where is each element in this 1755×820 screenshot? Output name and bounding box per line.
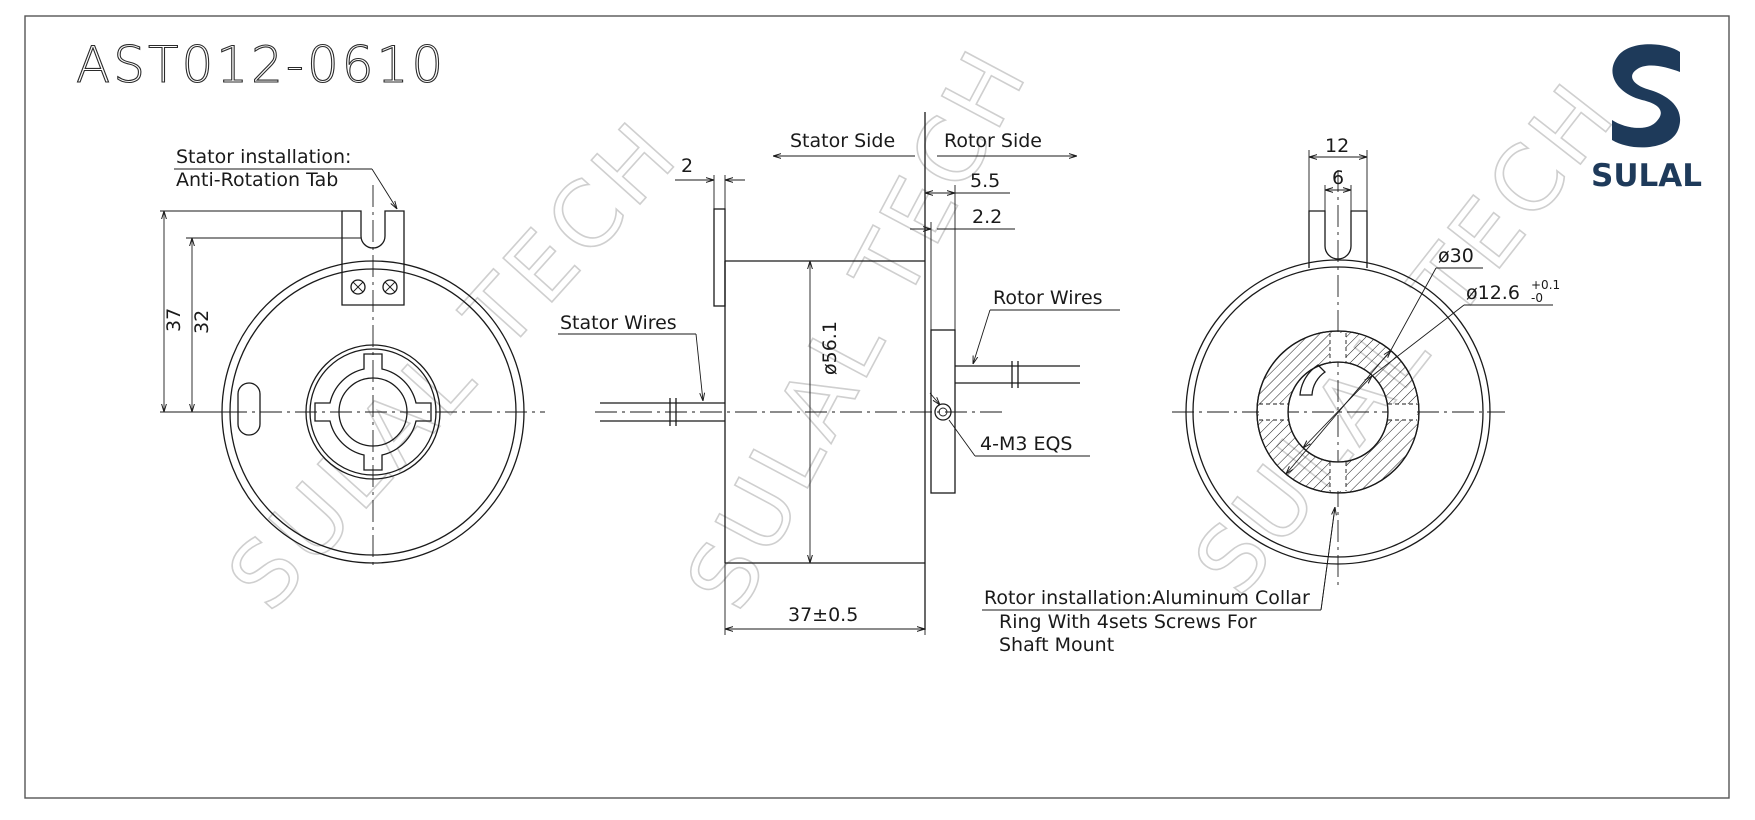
brand-s-mark: [1612, 44, 1681, 148]
dim-6-label: 6: [1332, 167, 1344, 189]
left-view: 37 32 Stator installation: Anti-Rotation…: [160, 146, 545, 570]
watermark-middle: SULAL TECH: [667, 30, 1050, 625]
rotor-install-note-1: Rotor installation:Aluminum Collar: [984, 587, 1310, 609]
stator-install-note-2: Anti-Rotation Tab: [176, 169, 338, 191]
dim-d30-label: ø30: [1438, 245, 1474, 267]
screw-note-label: 4-M3 EQS: [980, 433, 1073, 455]
dim-32-label: 32: [191, 310, 213, 334]
tol-upper-label: +0.1: [1531, 278, 1560, 292]
dim-12-label: 12: [1325, 135, 1349, 157]
brand-name: SULAL: [1591, 158, 1702, 194]
tol-lower-label: -0: [1531, 291, 1543, 305]
dim-5-5-label: 5.5: [970, 170, 1000, 192]
dim-2-2-label: 2.2: [972, 206, 1002, 228]
side-view: Stator Side Rotor Side 2 5.5 2.2 ø56.1 3…: [558, 112, 1120, 635]
watermark-group: SULAL TECH SULAL TECH SULAL TECH: [208, 30, 1639, 631]
rotor-install-note-3: Shaft Mount: [999, 634, 1114, 656]
stator-install-note-1: Stator installation:: [176, 146, 351, 168]
dim-length-label: 37±0.5: [788, 604, 858, 626]
stator-wires-label: Stator Wires: [560, 312, 677, 334]
dim-diameter-label: ø56.1: [819, 321, 841, 375]
brand-logo: SULAL: [1591, 44, 1702, 194]
dim-d12-6-label: ø12.6: [1466, 282, 1520, 304]
drawing-title: AST012-0610: [76, 36, 446, 94]
drawing-frame: [24, 15, 1730, 799]
stator-side-label: Stator Side: [790, 130, 895, 152]
dim-2-label: 2: [681, 155, 693, 177]
rotor-side-label: Rotor Side: [944, 130, 1042, 152]
right-view: 12 6 ø30 ø12.6 +0.1 -0 Rotor installatio…: [982, 135, 1560, 656]
rotor-wires-label: Rotor Wires: [993, 287, 1103, 309]
dim-37-label: 37: [163, 308, 185, 332]
rotor-install-note-2: Ring With 4sets Screws For: [999, 611, 1257, 633]
